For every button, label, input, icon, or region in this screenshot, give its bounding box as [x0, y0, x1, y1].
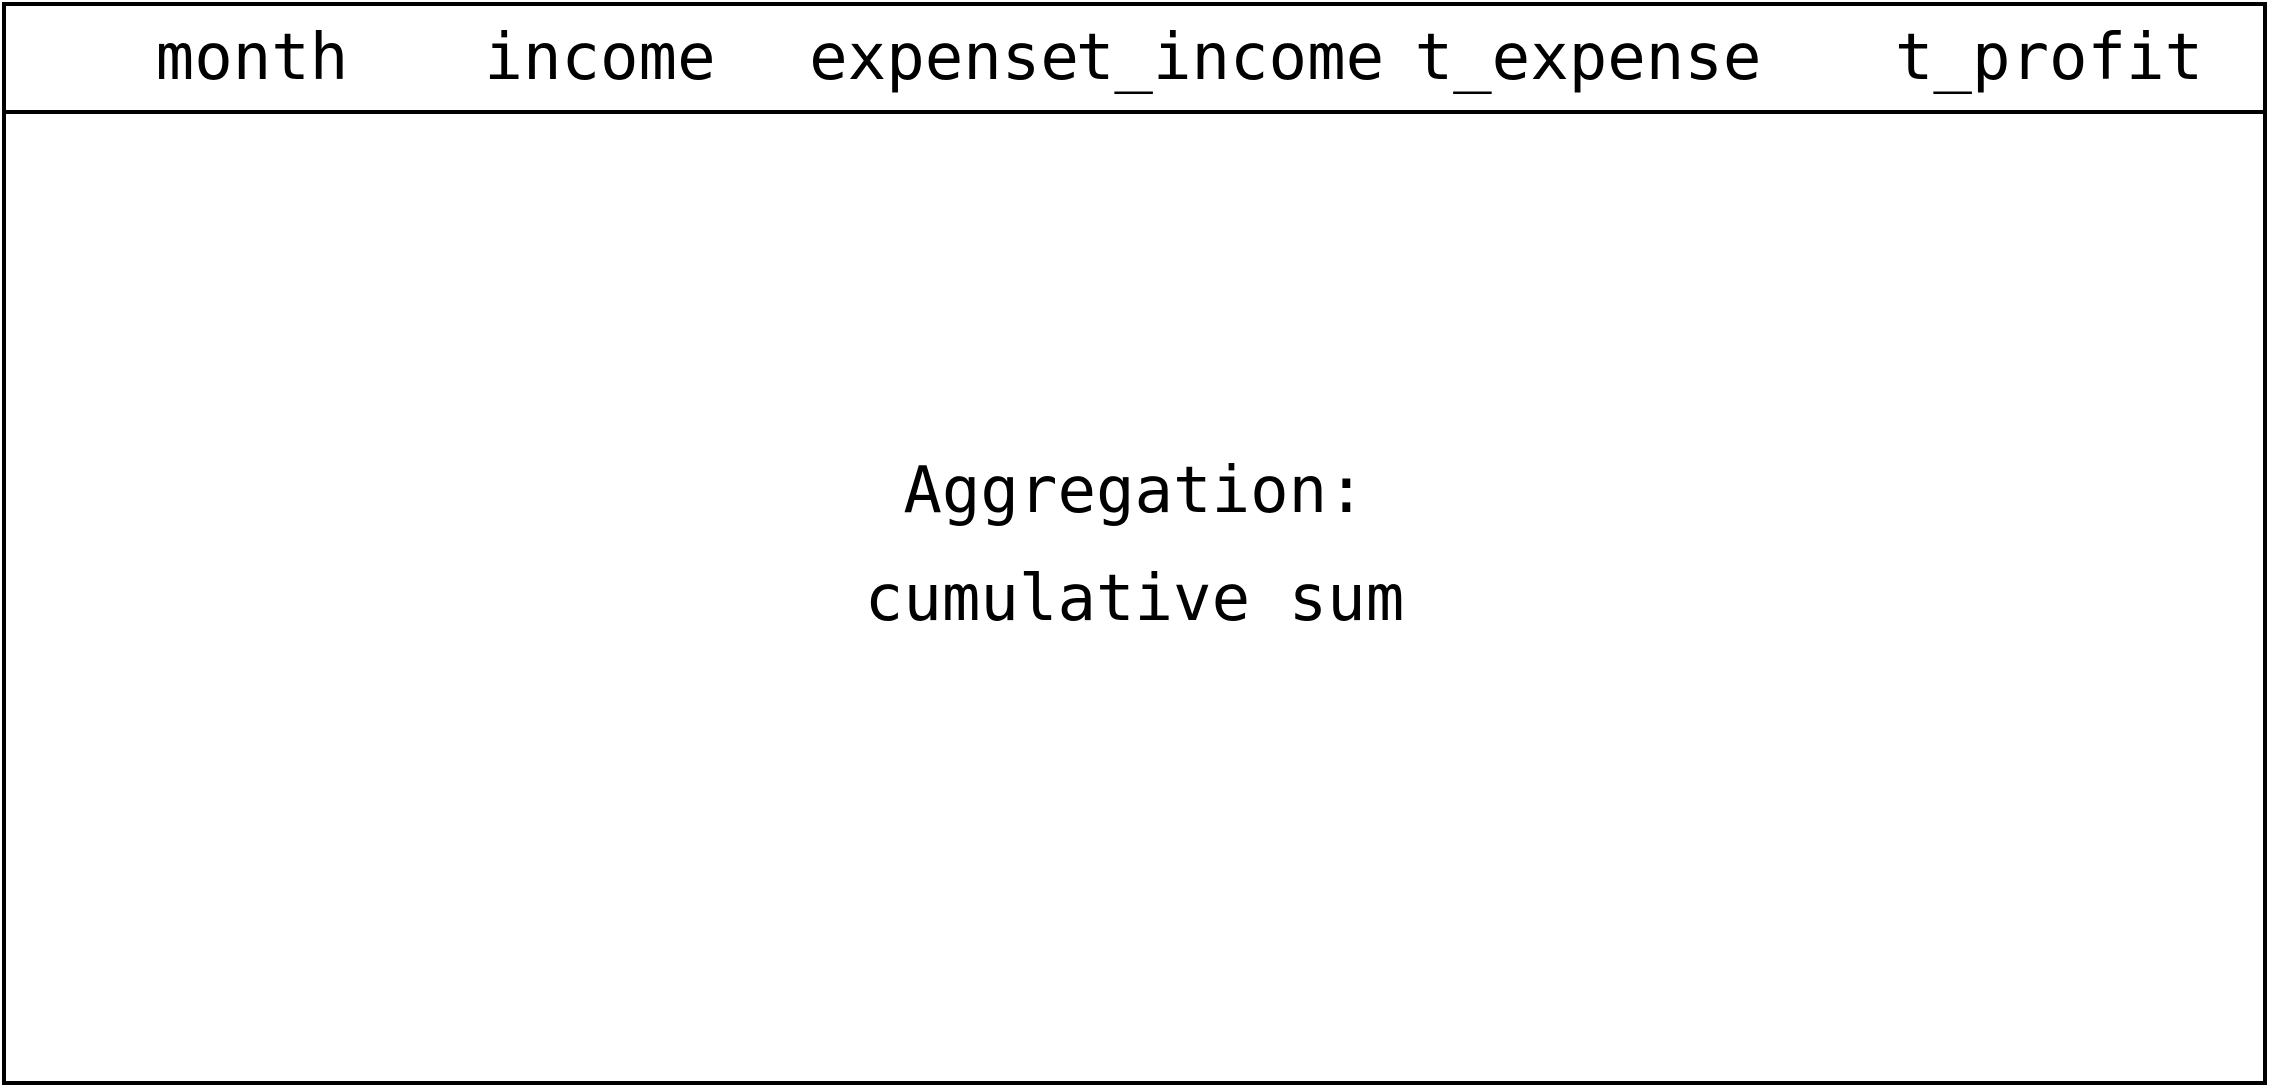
aggregation-method: cumulative sum [864, 562, 1405, 636]
column-header-expense: expense [809, 21, 1079, 95]
table-body: Aggregation: cumulative sum [6, 114, 2263, 1081]
aggregation-label: Aggregation: [903, 454, 1366, 528]
table-header-row: month income expense t_income t_expense … [6, 6, 2263, 114]
column-header-t-profit: t_profit [1894, 21, 2204, 95]
column-header-income: income [484, 21, 716, 95]
column-header-t-expense: t_expense [1414, 21, 1762, 95]
column-header-month: month [155, 21, 349, 95]
column-header-t-income: t_income [1075, 21, 1385, 95]
